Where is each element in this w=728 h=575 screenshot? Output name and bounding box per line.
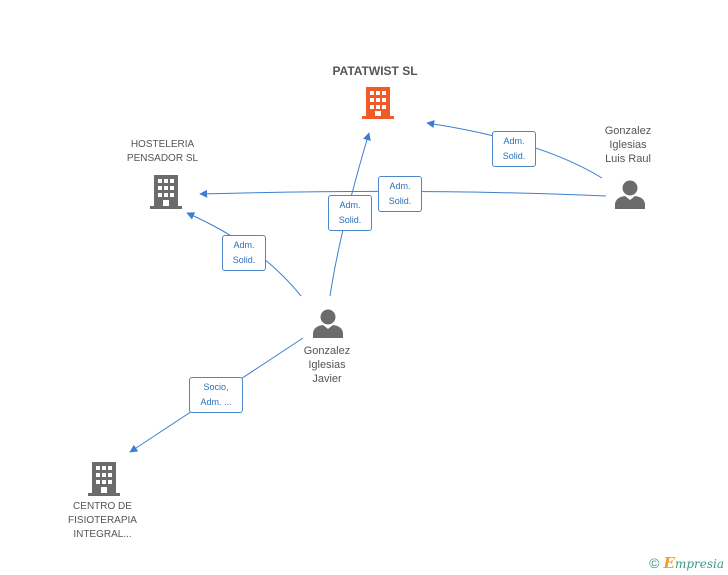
edge-label-javier-patatwist[interactable]: Adm. Solid.	[328, 195, 372, 231]
node-label-hosteleria[interactable]: HOSTELERIA PENSADOR SL	[126, 139, 199, 164]
building-icon[interactable]	[88, 461, 120, 496]
building-icon[interactable]	[150, 174, 182, 209]
node-label-javier[interactable]: Gonzalez Iglesias Javier	[303, 345, 351, 385]
brand-logo[interactable]: Empresia	[663, 554, 725, 572]
person-icon[interactable]	[615, 180, 645, 209]
building-icon[interactable]	[362, 86, 394, 119]
copyright-icon: ©	[649, 555, 660, 571]
node-label-patatwist[interactable]: PATATWIST SL	[332, 64, 418, 78]
edge-label-javier-centro[interactable]: Socio, Adm. ...	[189, 377, 243, 413]
person-icon[interactable]	[313, 309, 343, 338]
footer-branding: © Empresia	[649, 554, 724, 572]
node-label-luis-raul[interactable]: Gonzalez Iglesias Luis Raul	[604, 125, 652, 165]
edge-label-luisraul-hosteleria[interactable]: Adm. Solid.	[378, 176, 422, 212]
edge-label-javier-hosteleria[interactable]: Adm. Solid.	[222, 235, 266, 271]
edge-label-luisraul-patatwist[interactable]: Adm. Solid.	[492, 131, 536, 167]
node-label-centro[interactable]: CENTRO DE FISIOTERAPIA INTEGRAL...	[68, 501, 137, 540]
